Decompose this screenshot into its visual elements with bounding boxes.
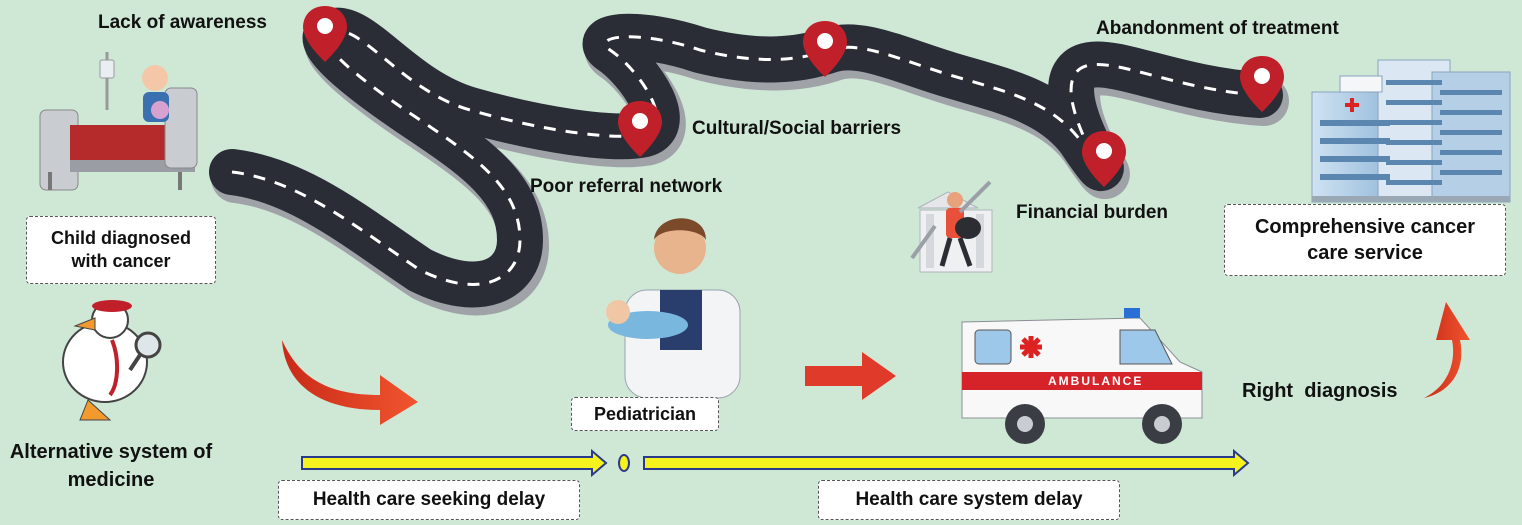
label-abandonment-of-treatment: Abandonment of treatment	[1096, 18, 1339, 39]
map-pin-icon	[618, 101, 662, 157]
label-poor-referral-network: Poor referral network	[530, 176, 723, 197]
up-curved-arrow-icon	[1424, 302, 1470, 398]
map-pin-icon	[1240, 56, 1284, 112]
map-pin-icon	[1082, 131, 1126, 187]
label-alternative-medicine: Alternative system of medicine	[9, 441, 213, 491]
pediatrician-text: Pediatrician	[593, 403, 697, 424]
label-cultural-social-barriers: Cultural/Social barriers	[692, 118, 902, 139]
timeline-node	[618, 454, 630, 472]
label-lack-of-awareness: Lack of awareness	[98, 12, 267, 33]
duck-doctor-icon	[62, 300, 162, 421]
curved-arrow-icon	[282, 340, 418, 425]
hospital-building-icon	[1311, 59, 1511, 203]
box-seeking-delay: Health care seeking delay	[278, 480, 580, 520]
child-diagnosed-text: Child diagnosed with cancer	[50, 227, 191, 271]
seeking-delay-arrow	[301, 448, 608, 478]
label-financial-burden: Financial burden	[1016, 202, 1169, 223]
hospital-bed-icon	[39, 52, 198, 191]
box-child-diagnosed: Child diagnosed with cancer	[26, 216, 216, 284]
comprehensive-care-text: Comprehensive cancer care service	[1254, 216, 1476, 264]
seeking-delay-text: Health care seeking delay	[312, 489, 546, 510]
box-pediatrician: Pediatrician	[571, 397, 719, 431]
pediatrician-icon	[606, 218, 741, 399]
label-right-diagnosis: Right diagnosis	[1242, 380, 1398, 402]
system-delay-text: Health care system delay	[855, 489, 1083, 510]
ambulance-icon: AMBULANCE	[961, 308, 1203, 444]
box-system-delay: Health care system delay	[818, 480, 1120, 520]
ambulance-text: AMBULANCE	[1048, 374, 1143, 388]
financial-burden-icon	[910, 180, 993, 273]
system-delay-arrow	[643, 448, 1250, 478]
box-comprehensive-care: Comprehensive cancer care service	[1224, 204, 1506, 276]
map-pin-icon	[803, 21, 847, 77]
right-arrow-icon	[805, 352, 896, 400]
map-pin-icon	[303, 6, 347, 62]
